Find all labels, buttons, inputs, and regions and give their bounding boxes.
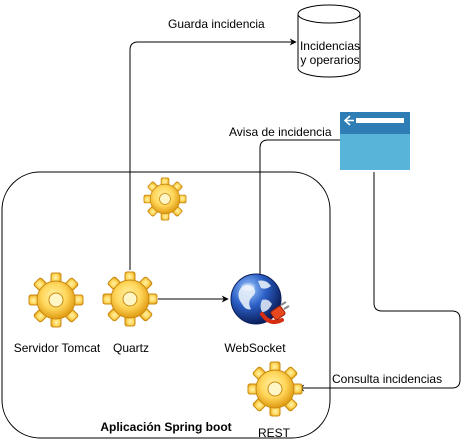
floating-gear-icon	[143, 177, 187, 221]
websocket-label: WebSocket	[224, 341, 286, 355]
edge-save	[129, 38, 297, 270]
edge-save-label: Guarda incidencia	[168, 17, 265, 31]
browser-window-icon	[340, 112, 410, 170]
container-title: Aplicación Spring boot	[100, 420, 232, 434]
websocket-globe-icon	[230, 273, 290, 325]
quartz-label: Quartz	[112, 341, 150, 355]
rest-gear-icon	[247, 361, 303, 417]
rest-label: REST	[257, 426, 291, 440]
database-label-line2: y operarios	[300, 53, 360, 67]
database-label: Incidencias y operarios	[298, 39, 362, 67]
database-label-line1: Incidencias	[299, 39, 361, 53]
database-icon	[297, 4, 361, 78]
edge-query-label: Consulta incidencias	[332, 372, 443, 386]
tomcat-label: Servidor Tomcat	[13, 341, 101, 355]
edge-notify	[259, 136, 379, 275]
edge-notify-label: Avisa de incidencia	[229, 125, 332, 139]
quartz-gear-icon	[102, 271, 158, 327]
edge-query	[297, 172, 461, 392]
tomcat-gear-icon	[28, 272, 84, 328]
spring-boot-container	[1, 171, 331, 439]
